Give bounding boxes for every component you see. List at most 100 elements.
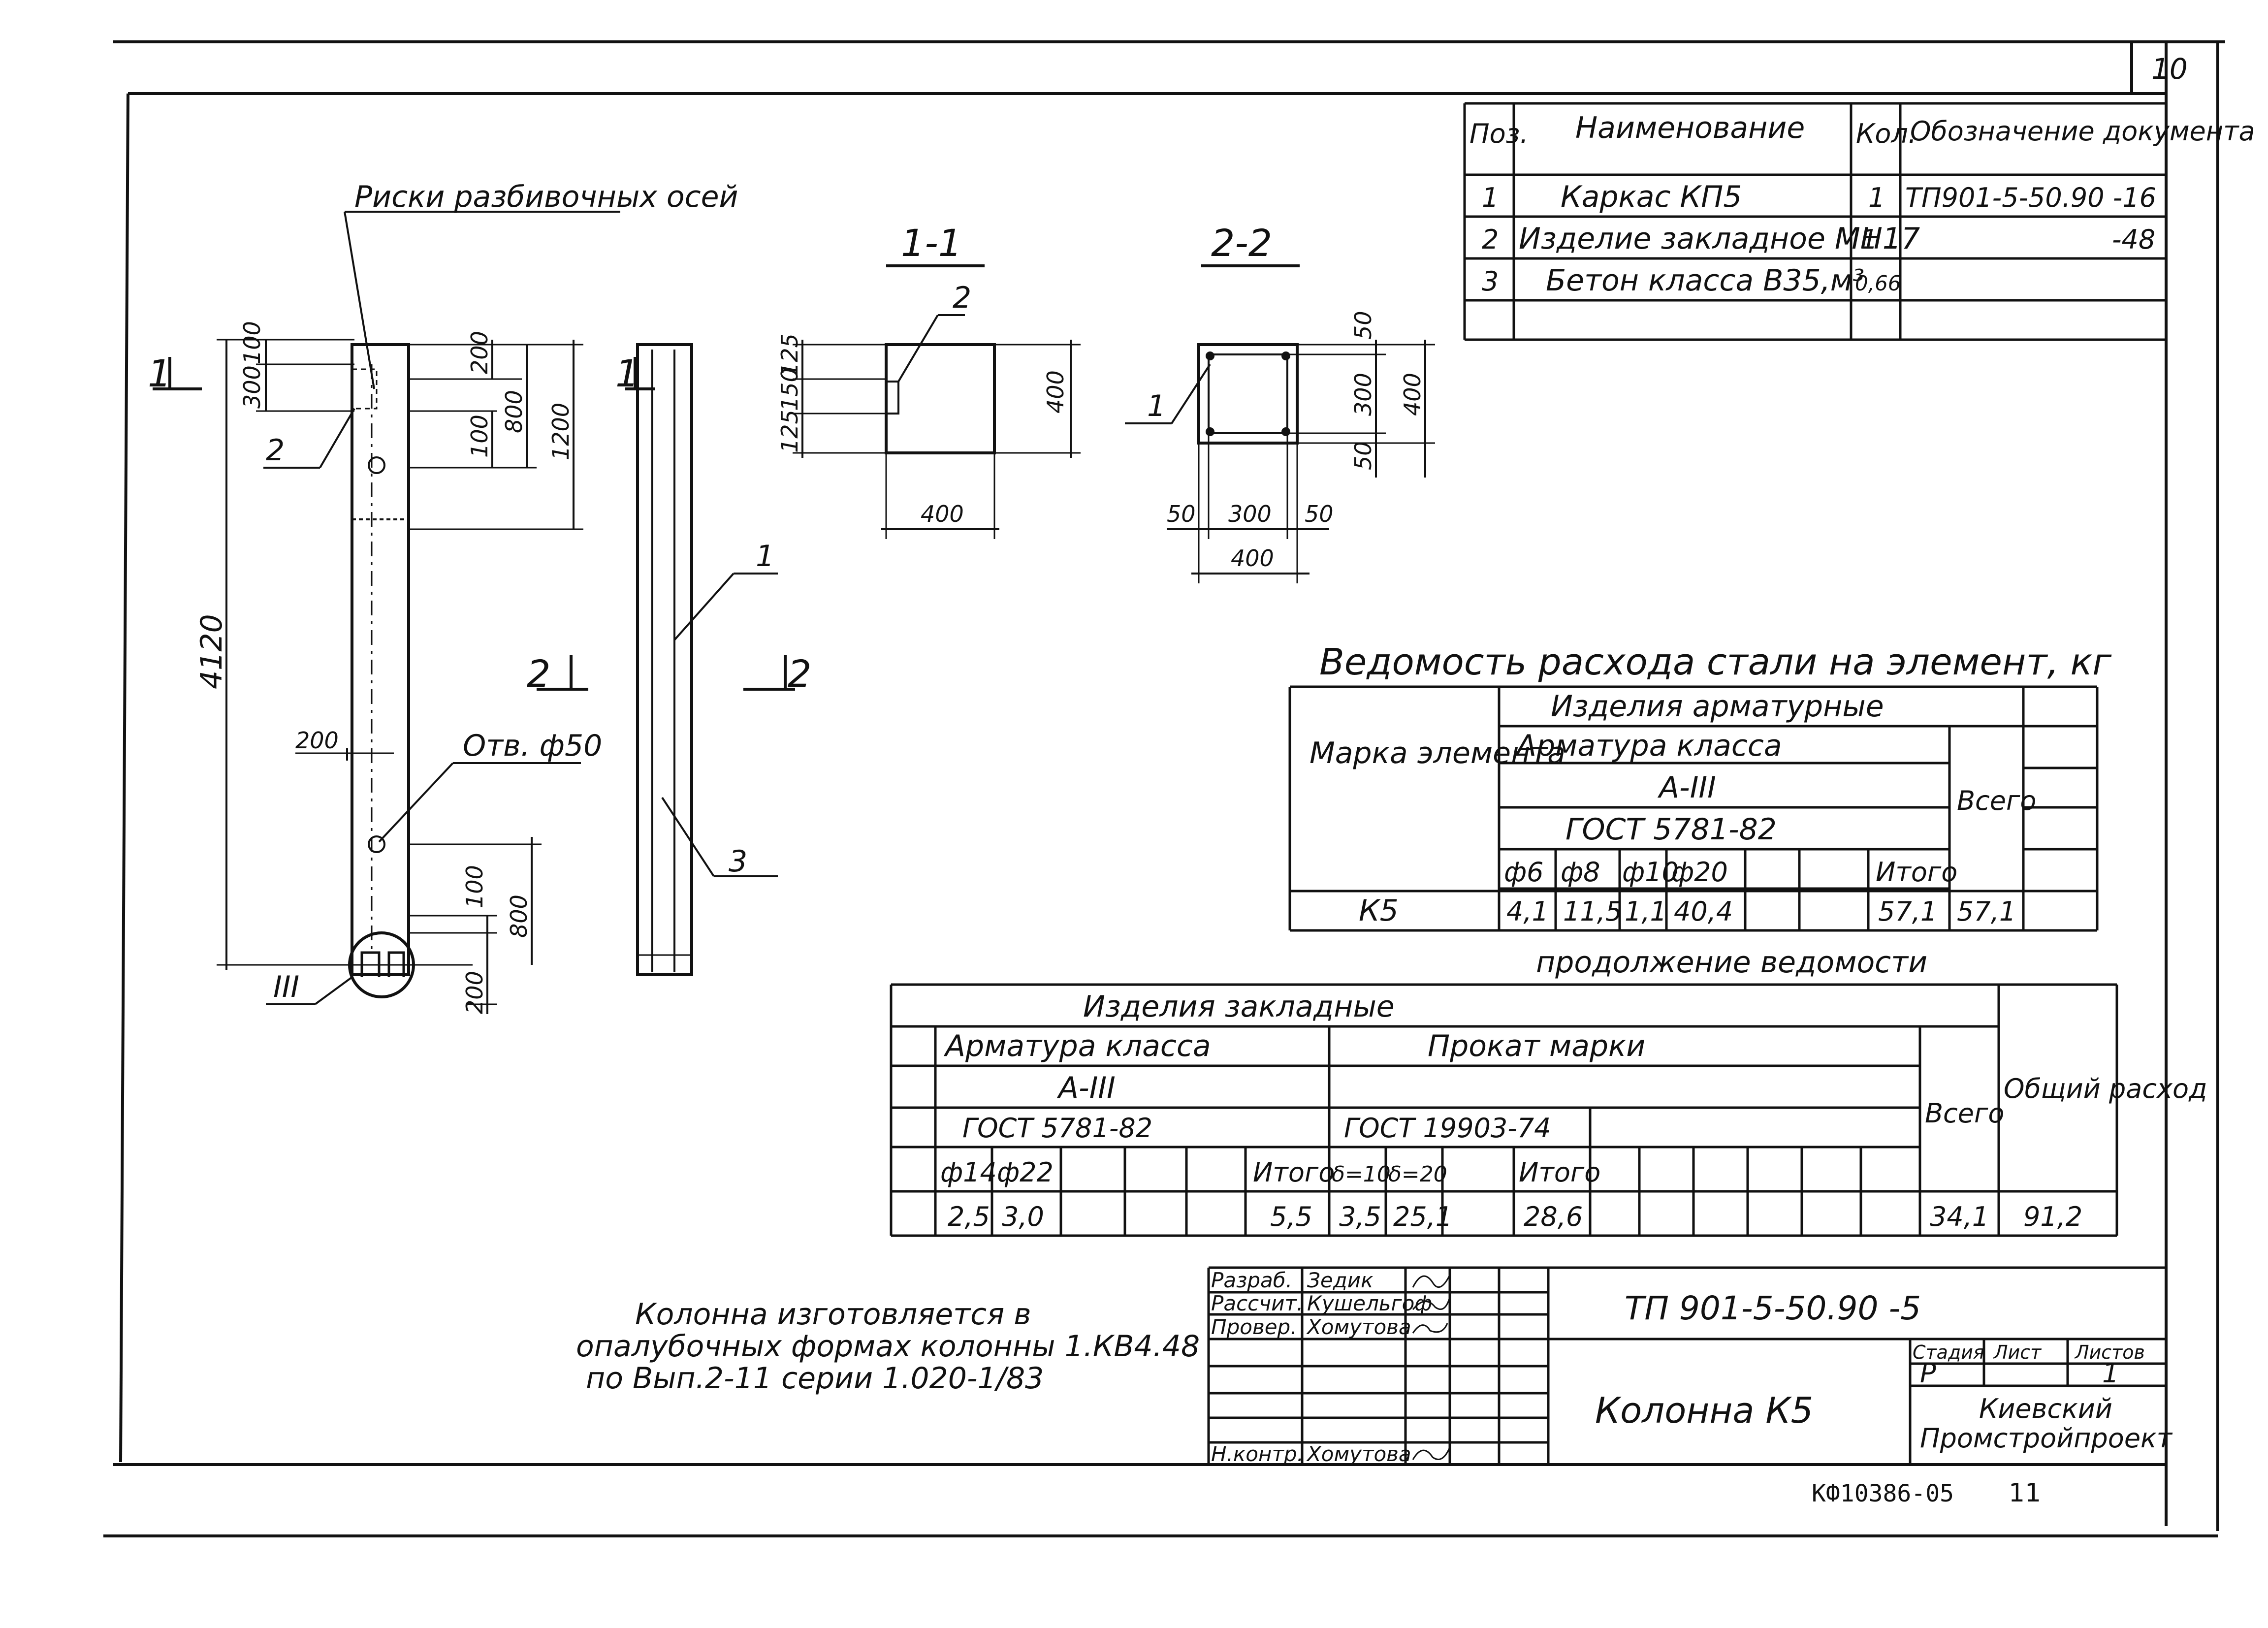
tb-stage-label: Стадия (1913, 1341, 1984, 1363)
cont-val-a-itogo: 5,5 (1270, 1201, 1312, 1232)
sec2-d50d: 50 (1305, 501, 1334, 527)
steel-row-mark: К5 (1359, 894, 1399, 928)
signatures (1412, 1275, 1451, 1460)
sec1-d400v: 400 (1042, 370, 1069, 414)
dim-200c: 200 (461, 971, 488, 1014)
steel-diam-3: ф10 (1622, 857, 1679, 888)
tb-name-2: Кушельгоф (1307, 1291, 1432, 1315)
tb-role-7: Н.контр. (1211, 1442, 1304, 1466)
steel-val-1: 4,1 (1506, 896, 1549, 927)
steel-diam-2: ф8 (1561, 857, 1600, 888)
spec-row-2-name: Изделие закладное МН17 (1519, 222, 1920, 256)
steel-row-total: 57,1 (1957, 896, 2016, 927)
dim-4120: 4120 (194, 614, 229, 689)
column-side-view (636, 343, 778, 976)
cont-gost-b: ГОСТ 19903-74 (1344, 1113, 1551, 1144)
cont-sub-b-itogo: Итого (1519, 1157, 1600, 1188)
spec-header-name: Наименование (1575, 111, 1805, 145)
sec2-d400h: 400 (1231, 545, 1274, 572)
column-elevation (153, 211, 795, 1014)
spec-table-grid (1463, 102, 2166, 341)
dim-100: 100 (239, 321, 265, 364)
steel-val-itogo: 57,1 (1878, 896, 1937, 927)
steel-gost: ГОСТ 5781-82 (1565, 812, 1777, 847)
dim-100b: 100 (466, 415, 493, 458)
sec2-d400v: 400 (1399, 373, 1426, 416)
tb-sheets-label: Листов (2074, 1341, 2145, 1363)
tb-sheet-label: Лист (1993, 1341, 2042, 1363)
cont-val-b-itogo: 28,6 (1524, 1201, 1583, 1232)
tb-role-2: Рассчит. (1211, 1291, 1303, 1315)
section-2-title: 2-2 (1211, 221, 1272, 265)
cont-title: продолжение ведомости (1536, 945, 1927, 980)
section-2-drawing (1125, 264, 1435, 583)
steel-col-mark: Марка элемента (1310, 736, 1565, 770)
dim-200a: 200 (466, 331, 493, 374)
note-line-1: Колонна изготовляется в (635, 1297, 1031, 1332)
callout-1-section: 1 (1147, 389, 1166, 423)
callout-2-section: 2 (953, 281, 971, 315)
tb-stage: Р (1920, 1358, 1936, 1389)
cont-sub-a-1: ф14 (940, 1157, 997, 1188)
cont-val-a-2: 3,0 (1002, 1201, 1044, 1232)
cont-group: Изделия закладные (1083, 990, 1395, 1024)
spec-row-2-doc: -48 (2112, 224, 2155, 255)
steel-group: Изделия арматурные (1551, 689, 1884, 724)
section-mark-1-right: 1 (615, 351, 639, 395)
dim-300: 300 (239, 365, 265, 409)
title-block-grid (1207, 1266, 2166, 1465)
steel-diam-itogo: Итого (1876, 857, 1957, 888)
axes-label-line1: Риски разбивочных осей (354, 180, 738, 214)
sec1-d125: 125 (776, 410, 803, 453)
spec-row-1-pos: 1 (1482, 182, 1499, 213)
dim-100c: 100 (461, 865, 488, 908)
spec-row-3-name: Бетон класса В35,м³ (1546, 263, 1864, 298)
tb-name-3: Хомутова (1306, 1315, 1411, 1339)
steel-table-title: Ведомость расхода стали на элемент, кг (1319, 641, 2112, 683)
sec1-d125b: 125 (776, 333, 803, 377)
steel-class-value: А-III (1657, 770, 1716, 805)
cont-gost-a: ГОСТ 5781-82 (962, 1113, 1152, 1144)
archive-page: 11 (2009, 1478, 2041, 1508)
spec-row-1-qty: 1 (1868, 182, 1885, 213)
section-mark-2-right: 2 (788, 652, 811, 696)
steel-col-mark-text: Марка элемента (1310, 736, 1565, 770)
corner-number: 10 (2151, 52, 2188, 86)
archive-code: КФ10386-05 (1812, 1480, 1954, 1507)
steel-armature-class: Арматура класса (1514, 729, 1782, 763)
sec2-d300v: 300 (1350, 373, 1376, 416)
cont-sub-b-1: δ=10 (1332, 1162, 1391, 1187)
dim-800b: 800 (506, 894, 532, 938)
cont-class-value: А-III (1056, 1071, 1116, 1105)
cont-sub-a-itogo: Итого (1253, 1157, 1335, 1188)
cont-table-grid (890, 983, 2118, 1237)
section-1-drawing (793, 264, 1081, 539)
tb-element-name: Колонна К5 (1595, 1390, 1813, 1431)
steel-val-2: 11,5 (1563, 896, 1622, 927)
note-line-3: по Вып.2-11 серии 1.020-1/83 (586, 1361, 1044, 1396)
cont-val-b-1: 3,5 (1339, 1201, 1381, 1232)
cont-total-label: Всего (1925, 1098, 2004, 1129)
tb-designation: ТП 901-5-50.90 -5 (1625, 1289, 1921, 1327)
sec1-d400h: 400 (921, 501, 964, 527)
spec-row-1-doc: ТП901-5-50.90 -16 (1905, 182, 2156, 213)
cont-total: 34,1 (1930, 1201, 1989, 1232)
tb-name-7: Хомутова (1306, 1442, 1411, 1466)
steel-val-3: 1,1 (1625, 896, 1667, 927)
spec-header-qty: Кол. (1856, 118, 1917, 149)
tb-sheets: 1 (2102, 1358, 2119, 1389)
spec-row-3-qty: 0,66 (1855, 271, 1901, 295)
callout-2-elevation: 2 (266, 433, 285, 468)
steel-val-4: 40,4 (1674, 896, 1733, 927)
spec-header-doc: Обозначение документа (1910, 116, 2255, 147)
spec-header-pos: Поз. (1469, 118, 1529, 149)
sec2-d300h: 300 (1228, 501, 1272, 527)
section-mark-1-left: 1 (148, 351, 171, 395)
sec2-d50b: 50 (1350, 441, 1376, 470)
steel-total-label: Всего (1957, 785, 2036, 816)
tb-role-3: Провер. (1211, 1315, 1297, 1339)
cont-val-a-1: 2,5 (948, 1201, 990, 1232)
dim-800: 800 (501, 390, 527, 433)
spec-row-2-pos: 2 (1482, 224, 1499, 255)
